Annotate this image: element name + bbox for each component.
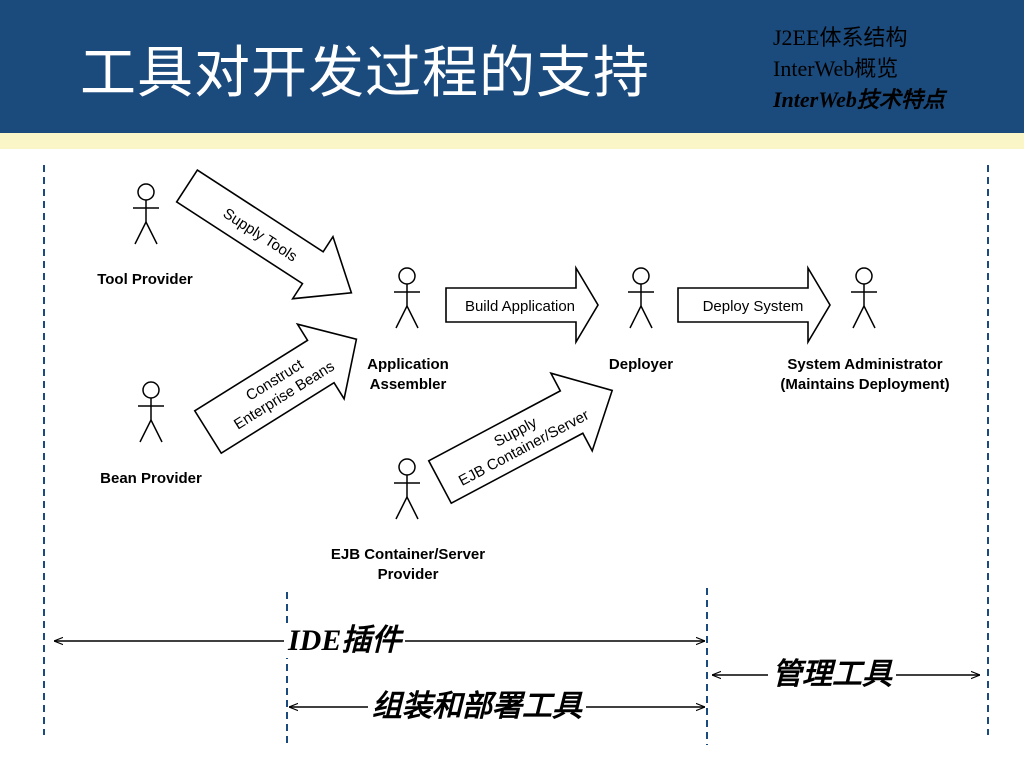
assembly-deploy-tools-label: 组装和部署工具	[368, 690, 586, 724]
nav-item-j2ee[interactable]: J2EE体系结构	[773, 25, 908, 50]
build-application-arrow: Build Application	[445, 265, 599, 345]
supply-ejb-arrow: Supply EJB Container/Server	[427, 371, 614, 505]
svg-text:Build Application: Build Application	[465, 298, 575, 315]
bean-provider-actor	[137, 381, 165, 443]
slide-title: 工具对开发过程的支持	[80, 41, 650, 106]
ejb-provider-label: EJB Container/Server	[331, 546, 485, 563]
construct-beans-arrow: Construct Enterprise Beans	[193, 322, 358, 455]
ejb-provider-actor	[393, 458, 421, 520]
nav-item-interweb-features[interactable]: InterWeb技术特点	[773, 87, 945, 112]
application-assembler-actor	[393, 267, 421, 329]
system-administrator-label-2: (Maintains Deployment)	[780, 376, 949, 393]
supply-tools-arrow: Supply Tools	[175, 168, 353, 300]
deploy-system-arrow: Deploy System	[677, 265, 831, 345]
nav-item-interweb-overview[interactable]: InterWeb概览	[773, 56, 899, 81]
system-administrator-actor	[850, 267, 878, 329]
header-stripe	[0, 133, 1024, 149]
deployer-actor	[627, 267, 655, 329]
application-assembler-label: Application	[367, 356, 449, 373]
ejb-provider-label-2: Provider	[378, 566, 439, 583]
tool-provider-label: Tool Provider	[97, 271, 193, 288]
svg-text:Deploy System: Deploy System	[703, 298, 804, 315]
slide-header	[0, 0, 1024, 133]
bean-provider-label: Bean Provider	[100, 470, 202, 487]
deployer-label: Deployer	[609, 356, 673, 373]
system-administrator-label: System Administrator	[787, 356, 942, 373]
section-nav: J2EE体系结构 InterWeb概览 InterWeb技术特点	[773, 22, 945, 115]
management-tools-label: 管理工具	[768, 658, 896, 692]
tool-provider-actor	[132, 183, 160, 245]
application-assembler-label-2: Assembler	[370, 376, 447, 393]
ide-plugin-label: IDE插件	[284, 624, 406, 658]
